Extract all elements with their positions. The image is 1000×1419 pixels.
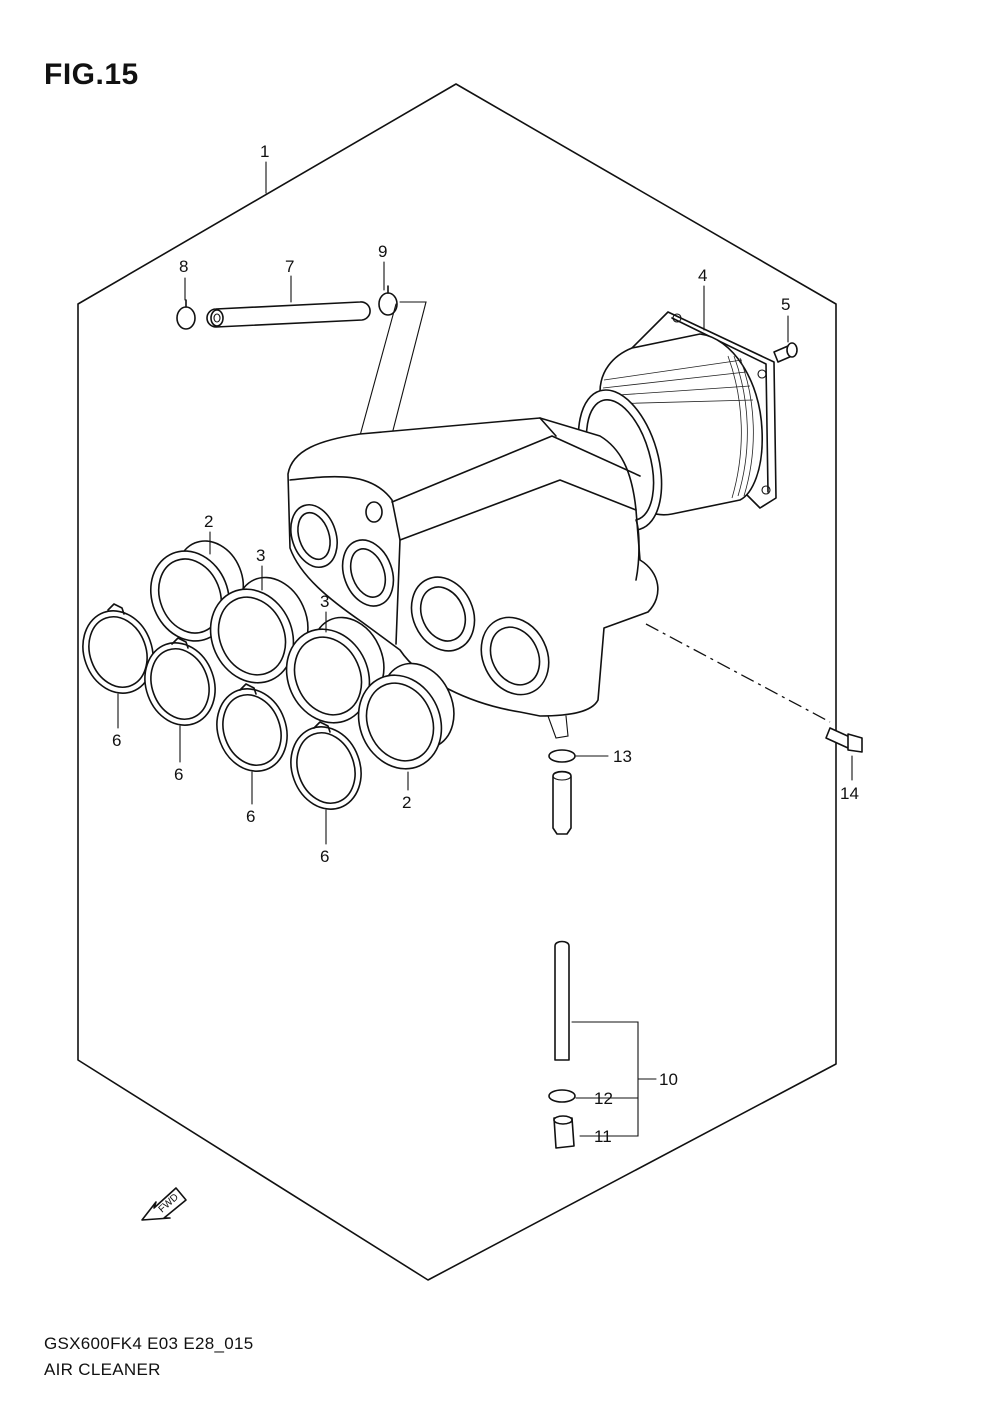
assembly-boundary [77,83,837,1281]
drain-hose-10 [554,940,570,1061]
callout-6a: 6 [112,731,121,750]
figure-code: GSX600FK4 E03 E28_015 [44,1334,254,1353]
intake-pipe-3a [209,576,309,684]
callout-14: 14 [840,784,859,803]
clamp-9 [378,285,398,316]
hose-clamp-6d [290,721,362,810]
callout-10: 10 [659,1070,678,1089]
callout-5: 5 [781,295,790,314]
callout-9: 9 [378,242,387,261]
callout-7: 7 [285,257,294,276]
figure-name: AIR CLEANER [44,1360,161,1379]
callout-13: 13 [613,747,632,766]
drain-plug-11 [553,1115,575,1149]
intake-pipe-2b [357,662,455,770]
air-cleaner-housing [287,417,659,739]
callout-4: 4 [698,266,707,285]
forward-direction-arrow: FWD [141,1187,187,1221]
hose-clamp-6b [144,637,216,726]
callout-12: 12 [594,1089,613,1108]
figure-title: FIG.15 [44,58,139,91]
callout-2b: 2 [402,793,411,812]
clamp-8 [176,299,196,330]
breather-hose-7 [206,301,371,328]
bolt-14 [825,727,863,753]
clip-12 [548,1089,576,1103]
bracket-10 [571,1021,639,1137]
callout-3b: 3 [320,592,329,611]
callout-1: 1 [260,142,269,161]
clip-13 [548,749,576,763]
hose-clamp-6c [216,683,288,772]
centerline-14 [645,623,831,723]
callout-3a: 3 [256,546,265,565]
drain-hose-upper [552,770,572,835]
intake-pipe-3b [285,616,385,724]
callout-8: 8 [179,257,188,276]
screw-5 [773,342,798,363]
callout-2a: 2 [204,512,213,531]
callout-11: 11 [594,1127,612,1146]
callout-6b: 6 [174,765,183,784]
hose-clamp-6a [82,603,154,694]
callout-6d: 6 [320,847,329,866]
callout-6c: 6 [246,807,255,826]
